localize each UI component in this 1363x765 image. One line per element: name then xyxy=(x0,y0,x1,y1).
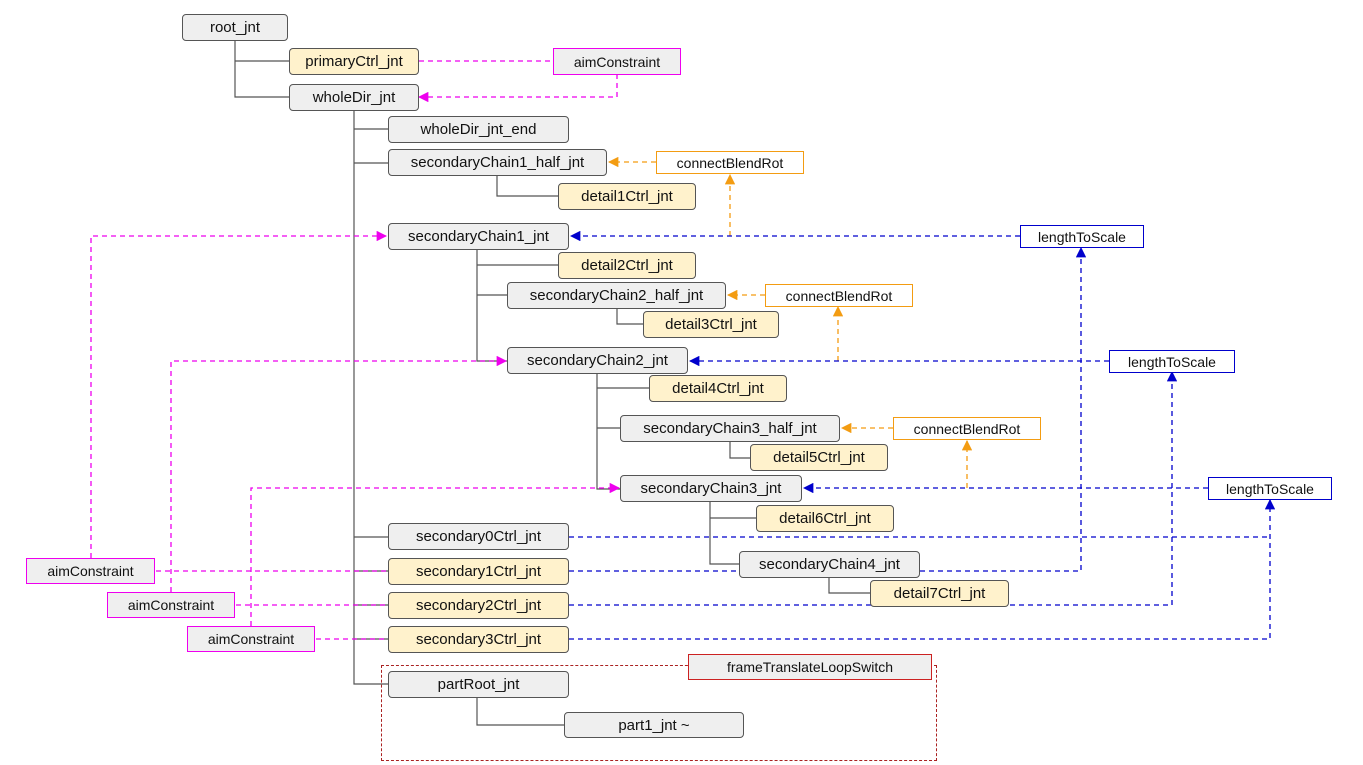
scale-connections xyxy=(569,230,1276,640)
detail6-ctrl-jnt-node[interactable]: detail6Ctrl_jnt xyxy=(756,505,894,532)
blend-connections xyxy=(607,156,973,488)
connect-blend-rot-node[interactable]: connectBlendRot xyxy=(893,417,1041,440)
primary-ctrl-jnt-node[interactable]: primaryCtrl_jnt xyxy=(289,48,419,75)
aim-constraint-node[interactable]: aimConstraint xyxy=(187,626,315,652)
secondary-chain3-half-jnt-node[interactable]: secondaryChain3_half_jnt xyxy=(620,415,840,442)
root-jnt-node[interactable]: root_jnt xyxy=(182,14,288,41)
secondary-chain2-jnt-node[interactable]: secondaryChain2_jnt xyxy=(507,347,688,374)
detail5-ctrl-jnt-node[interactable]: detail5Ctrl_jnt xyxy=(750,444,888,471)
aim-constraint-node[interactable]: aimConstraint xyxy=(26,558,155,584)
aim-connections xyxy=(90,60,621,640)
secondary-chain2-half-jnt-node[interactable]: secondaryChain2_half_jnt xyxy=(507,282,726,309)
secondary1-ctrl-jnt-node[interactable]: secondary1Ctrl_jnt xyxy=(388,558,569,585)
secondary2-ctrl-jnt-node[interactable]: secondary2Ctrl_jnt xyxy=(388,592,569,619)
part1-jnt-node[interactable]: part1_jnt ~ xyxy=(564,712,744,738)
connect-blend-rot-node[interactable]: connectBlendRot xyxy=(765,284,913,307)
length-to-scale-node[interactable]: lengthToScale xyxy=(1109,350,1235,373)
aim-constraint-node[interactable]: aimConstraint xyxy=(107,592,235,618)
part-group-frame xyxy=(381,665,937,761)
hierarchy-lines xyxy=(234,40,870,726)
detail2-ctrl-jnt-node[interactable]: detail2Ctrl_jnt xyxy=(558,252,696,279)
detail4-ctrl-jnt-node[interactable]: detail4Ctrl_jnt xyxy=(649,375,787,402)
secondary3-ctrl-jnt-node[interactable]: secondary3Ctrl_jnt xyxy=(388,626,569,653)
aim-constraint-node[interactable]: aimConstraint xyxy=(553,48,681,75)
connect-blend-rot-node[interactable]: connectBlendRot xyxy=(656,151,804,174)
secondary-chain3-jnt-node[interactable]: secondaryChain3_jnt xyxy=(620,475,802,502)
whole-dir-jnt-end-node[interactable]: wholeDir_jnt_end xyxy=(388,116,569,143)
secondary-chain1-half-jnt-node[interactable]: secondaryChain1_half_jnt xyxy=(388,149,607,176)
detail7-ctrl-jnt-node[interactable]: detail7Ctrl_jnt xyxy=(870,580,1009,607)
detail3-ctrl-jnt-node[interactable]: detail3Ctrl_jnt xyxy=(643,311,779,338)
frame-translate-loop-switch-node[interactable]: frameTranslateLoopSwitch xyxy=(688,654,932,680)
detail1-ctrl-jnt-node[interactable]: detail1Ctrl_jnt xyxy=(558,183,696,210)
length-to-scale-node[interactable]: lengthToScale xyxy=(1020,225,1144,248)
secondary0-ctrl-jnt-node[interactable]: secondary0Ctrl_jnt xyxy=(388,523,569,550)
part-root-jnt-node[interactable]: partRoot_jnt xyxy=(388,671,569,698)
secondary-chain1-jnt-node[interactable]: secondaryChain1_jnt xyxy=(388,223,569,250)
length-to-scale-node[interactable]: lengthToScale xyxy=(1208,477,1332,500)
whole-dir-jnt-node[interactable]: wholeDir_jnt xyxy=(289,84,419,111)
secondary-chain4-jnt-node[interactable]: secondaryChain4_jnt xyxy=(739,551,920,578)
